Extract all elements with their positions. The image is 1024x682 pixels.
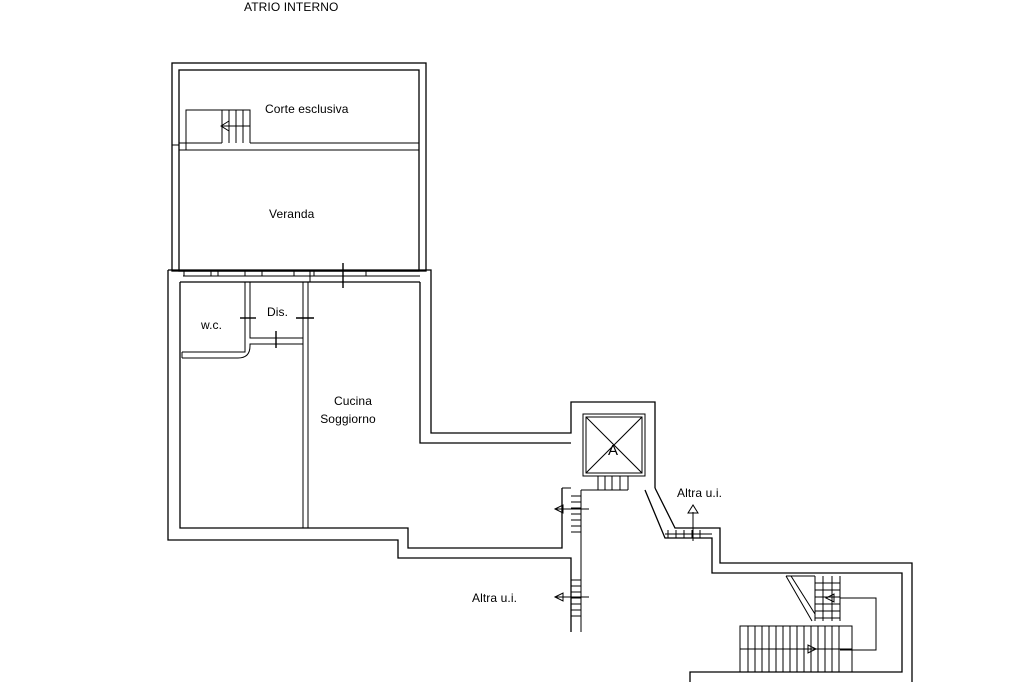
window-strip	[183, 263, 420, 288]
room-label-cucina: Cucina	[334, 394, 372, 408]
room-label-soggiorno: Soggiorno	[320, 412, 376, 426]
plan-title: ATRIO INTERNO	[244, 0, 339, 14]
corte-veranda-walls	[171, 62, 427, 272]
common-corridor	[553, 489, 598, 632]
other-unit-label-bottom: Altra u.i.	[472, 591, 518, 605]
diagonal-corridor	[644, 487, 913, 682]
corte-stair	[185, 109, 251, 150]
room-label-corte: Corte esclusiva	[265, 102, 349, 116]
other-unit-label-right: Altra u.i.	[677, 486, 723, 500]
room-label-dis: Dis.	[267, 305, 289, 319]
lift-shaft	[582, 413, 646, 491]
room-label-veranda: Veranda	[269, 207, 315, 221]
internal-partitions	[181, 282, 314, 528]
apartment-outer-walls	[167, 269, 656, 632]
stairwell	[739, 575, 877, 673]
room-label-wc: w.c.	[201, 318, 223, 332]
lift-label: A	[608, 442, 619, 459]
